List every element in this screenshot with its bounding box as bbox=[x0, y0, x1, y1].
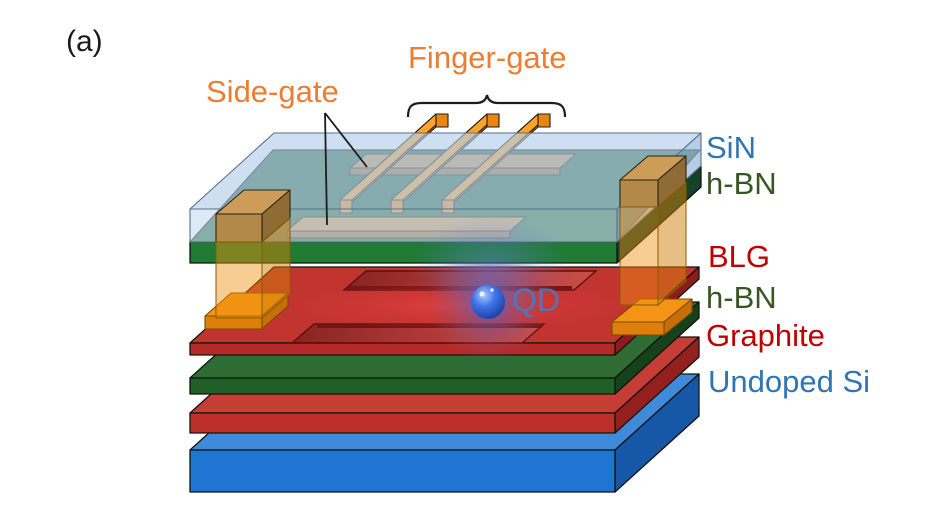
layer-label-hbn-top: h-BN bbox=[706, 166, 777, 201]
pillar-right-face bbox=[261, 216, 291, 320]
pillar-front-face bbox=[215, 241, 263, 319]
sphere-highlight bbox=[479, 291, 485, 297]
block-front-face bbox=[215, 213, 263, 243]
pillar-right-face bbox=[657, 181, 687, 307]
right-contact-pillar bbox=[619, 181, 687, 307]
layer-label-undoped-si: Undoped Si bbox=[708, 364, 871, 399]
quantum-dot-label: QD bbox=[512, 282, 560, 318]
finger-end-cap bbox=[486, 113, 500, 128]
finger-gate-label: Finger-gate bbox=[408, 40, 567, 75]
block-front-face bbox=[619, 179, 659, 208]
quantum-dot-sphere bbox=[471, 285, 505, 319]
blg-front-face bbox=[189, 342, 616, 356]
side-gate-pointer-lines bbox=[324, 112, 368, 226]
sphere-highlight bbox=[490, 288, 494, 292]
left-contact-pillar bbox=[215, 216, 291, 320]
panel-label: (a) bbox=[66, 25, 103, 58]
layer-label-sin: SiN bbox=[706, 130, 756, 165]
pad-front-face bbox=[204, 315, 263, 330]
rising-glow bbox=[410, 216, 570, 312]
layer-label-blg: BLG bbox=[708, 239, 771, 274]
hbn-bottom-front-face bbox=[189, 377, 616, 395]
undoped-si-front-face bbox=[189, 449, 616, 493]
left-contact-top-block bbox=[215, 189, 291, 243]
finger-end-cap bbox=[537, 113, 551, 128]
pillar-front-face bbox=[619, 206, 659, 306]
pad-front-face bbox=[611, 321, 665, 336]
finger-gate-brace bbox=[406, 94, 567, 118]
side-gate-label: Side-gate bbox=[206, 74, 339, 109]
finger-end-cap bbox=[435, 113, 449, 128]
layer-label-hbn-bottom: h-BN bbox=[706, 280, 777, 315]
right-contact-top-block bbox=[619, 155, 687, 208]
right-contact-pad bbox=[611, 298, 693, 336]
layer-label-graphite: Graphite bbox=[706, 318, 825, 353]
graphite-front-face bbox=[189, 412, 616, 434]
